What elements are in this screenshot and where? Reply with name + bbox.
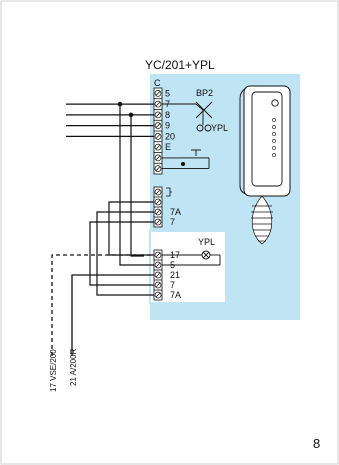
terminal-label: 20 xyxy=(165,132,175,142)
ypl-lamp-label: YPL xyxy=(198,237,215,247)
terminal-screws-mid xyxy=(154,188,162,226)
terminal-label: 7A xyxy=(170,290,181,300)
terminal-label: 7 xyxy=(170,280,175,290)
handset-icon xyxy=(239,85,291,197)
jumper-wire xyxy=(162,103,204,125)
wiring xyxy=(89,104,154,296)
push-button-icon xyxy=(162,149,210,170)
terminal-labels-mid: 7A 7 xyxy=(170,207,181,227)
spiral-cord-icon xyxy=(251,195,273,245)
scissors-icon xyxy=(195,101,213,132)
terminal-label: 7 xyxy=(170,217,175,227)
terminal-label: 8 xyxy=(165,110,170,120)
terminal-block-mid xyxy=(153,186,163,228)
ypl-box xyxy=(149,230,227,304)
terminal-screws-ypl xyxy=(154,251,162,299)
external-label-21: 21 A/200R xyxy=(69,348,78,386)
external-label-17: 17 VSE/200 xyxy=(49,349,58,392)
line-21 xyxy=(71,274,154,356)
terminal-label: C xyxy=(154,78,161,88)
page-number: 8 xyxy=(313,436,321,451)
bus-lines xyxy=(66,103,154,138)
terminal-label: 5 xyxy=(165,89,170,99)
junction-dot xyxy=(117,101,123,107)
terminal-screws-top xyxy=(154,90,162,172)
terminal-label: 9 xyxy=(165,121,170,131)
dashed-line-17 xyxy=(51,254,154,356)
terminal-label: E xyxy=(165,142,171,152)
terminal-label: 7A xyxy=(170,207,181,217)
terminal-label: 21 xyxy=(170,270,180,280)
terminal-labels-ypl: 17 5 21 7 7A xyxy=(170,250,181,300)
ypl-jumper-label: YPL xyxy=(211,123,228,133)
bell-icon xyxy=(166,187,172,197)
terminal-block-top xyxy=(153,87,163,175)
junction-dot xyxy=(128,112,134,118)
jumper-label: BP2 xyxy=(196,88,213,98)
lamp-icon xyxy=(162,250,221,266)
diagram-title: YC/201+YPL xyxy=(145,58,215,72)
